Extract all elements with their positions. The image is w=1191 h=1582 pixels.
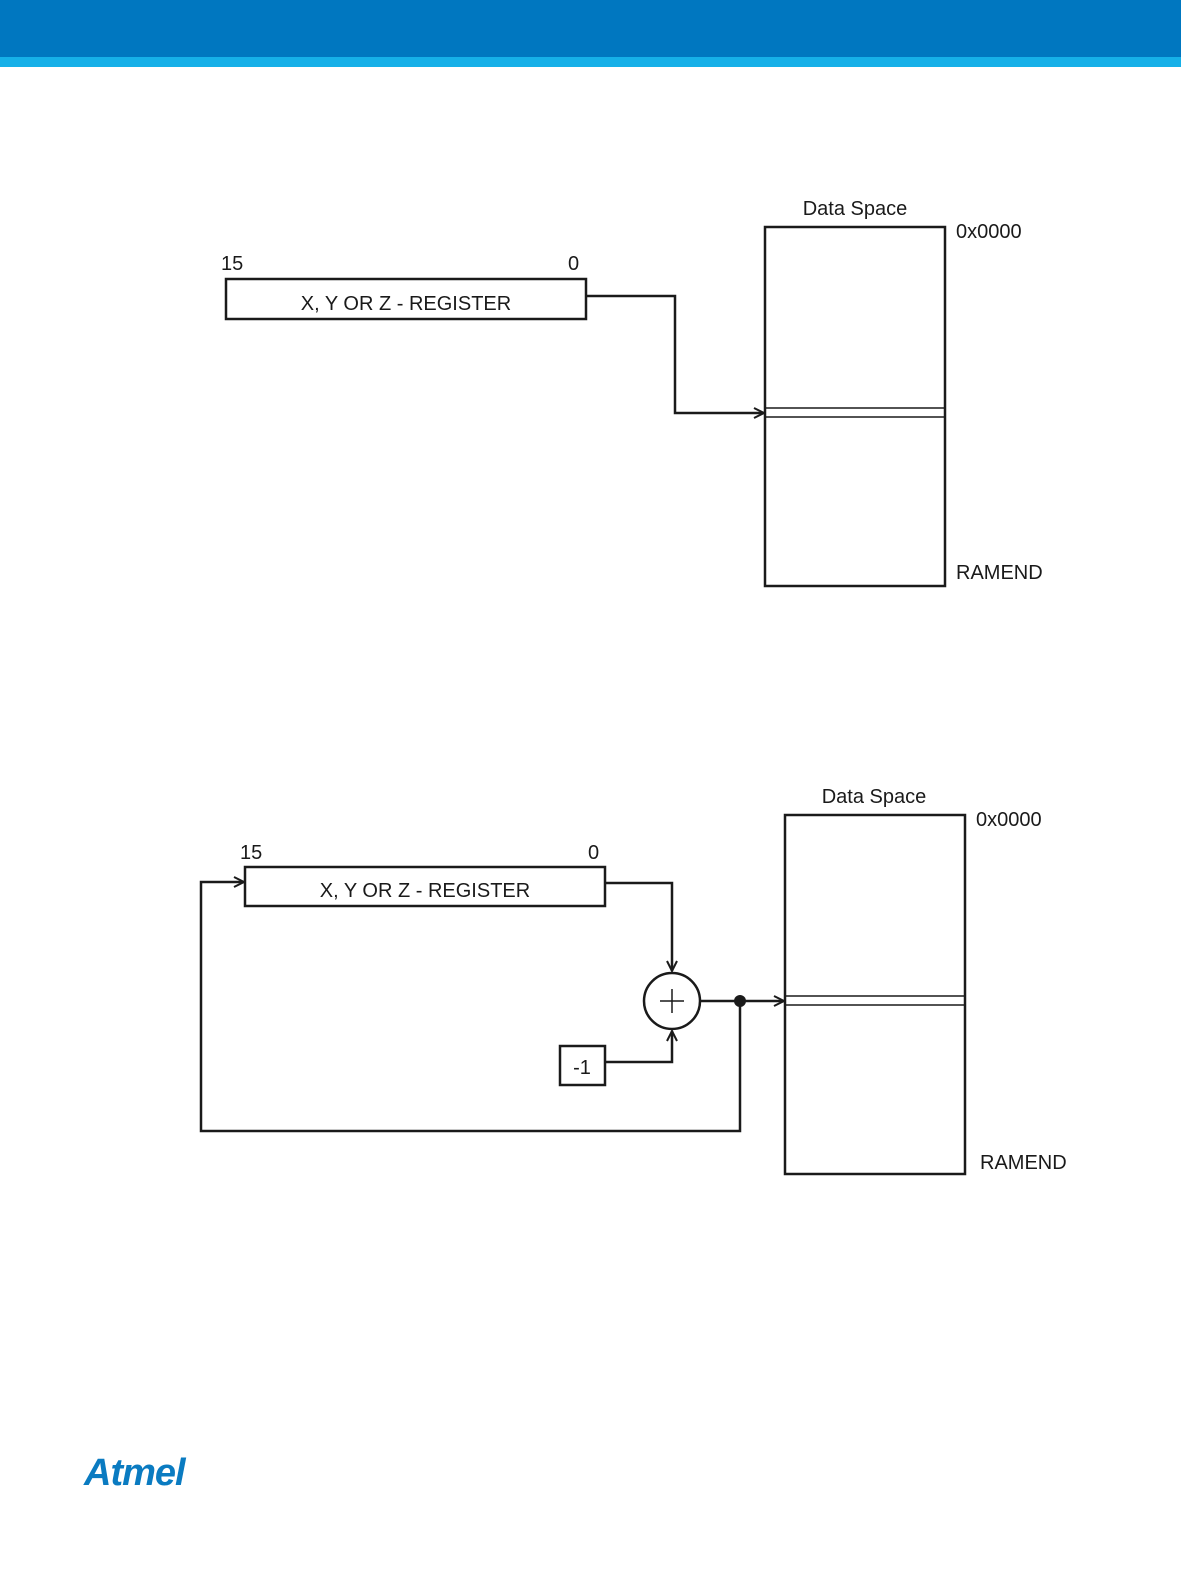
bit-low-label-2: 0 [588, 842, 599, 864]
bit-low-label-1: 0 [568, 253, 579, 275]
pointer-arrow-1 [586, 296, 764, 413]
atmel-logo: Atmel [84, 1452, 185, 1495]
end-address-1: RAMEND [956, 562, 1043, 584]
data-space-label-1: Data Space [803, 198, 908, 220]
decrement-to-adder-line [605, 1031, 672, 1062]
diagram-pre-decrement: Data Space 0x0000 RAMEND 15 0 X, Y OR Z … [201, 786, 1067, 1174]
bit-high-label-2: 15 [240, 842, 262, 864]
data-space-box-2 [785, 815, 965, 1174]
register-label-1: X, Y OR Z - REGISTER [301, 293, 511, 315]
start-address-2: 0x0000 [976, 809, 1042, 831]
end-address-2: RAMEND [980, 1152, 1067, 1174]
bit-high-label-1: 15 [221, 253, 243, 275]
register-to-adder-line [605, 883, 672, 971]
data-space-box-1 [765, 227, 945, 586]
data-space-label-2: Data Space [822, 786, 927, 808]
decrement-label: -1 [573, 1057, 591, 1079]
start-address-1: 0x0000 [956, 221, 1022, 243]
register-label-2: X, Y OR Z - REGISTER [320, 880, 530, 902]
diagram-indirect: Data Space 0x0000 RAMEND 15 0 X, Y OR Z … [221, 198, 1043, 586]
feedback-loop-line [201, 882, 740, 1131]
